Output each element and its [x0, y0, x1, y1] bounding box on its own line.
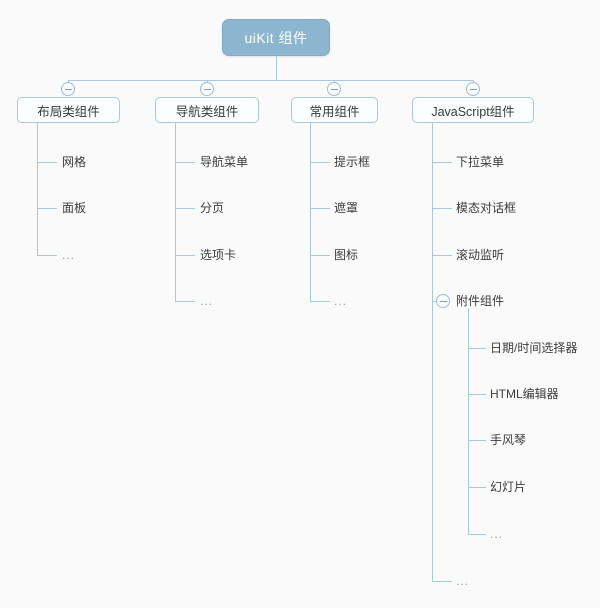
- collapse-toggle-attachment[interactable]: [436, 294, 450, 308]
- collapse-toggle-common[interactable]: [327, 82, 341, 96]
- leaf-connector-navigation-1: [175, 208, 195, 209]
- leaf-node-modal[interactable]: 模态对话框: [456, 201, 517, 215]
- leaf-connector-common-0: [310, 162, 330, 163]
- category-node-javascript[interactable]: JavaScript组件: [412, 97, 534, 123]
- leaf-node-tooltip[interactable]: 提示框: [334, 155, 371, 169]
- branch-trunk-layout: [37, 123, 38, 255]
- leaf-node-common-more[interactable]: ...: [334, 294, 348, 308]
- root-stem-connector: [276, 56, 277, 80]
- leaf-node-layout-more[interactable]: ...: [62, 248, 76, 262]
- leaf-node-javascript-more[interactable]: ...: [456, 574, 470, 588]
- leaf-node-pagination[interactable]: 分页: [200, 201, 225, 215]
- leaf-node-dropdown[interactable]: 下拉菜单: [456, 155, 505, 169]
- leaf-node-attachment-more[interactable]: ...: [490, 527, 504, 541]
- category-node-layout[interactable]: 布局类组件: [17, 97, 120, 123]
- leaf-connector-javascript-2: [432, 255, 452, 256]
- leaf-node-panel[interactable]: 面板: [62, 201, 87, 215]
- leaf-connector-attachment-2: [468, 440, 486, 441]
- leaf-connector-common-1: [310, 208, 330, 209]
- leaf-connector-attachment-1: [468, 394, 486, 395]
- leaf-connector-navigation-2: [175, 255, 195, 256]
- collapse-toggle-javascript[interactable]: [466, 82, 480, 96]
- leaf-connector-attachment-3: [468, 487, 486, 488]
- leaf-connector-common-2: [310, 255, 330, 256]
- leaf-connector-layout-2: [37, 255, 57, 256]
- leaf-node-htmleditor[interactable]: HTML编辑器: [490, 387, 559, 401]
- branch-trunk-navigation: [175, 123, 176, 301]
- leaf-connector-javascript-4: [432, 581, 452, 582]
- leaf-connector-javascript-3: [432, 301, 436, 302]
- root-node-uikit[interactable]: uiKit 组件: [222, 19, 330, 56]
- leaf-node-carousel[interactable]: 幻灯片: [490, 480, 527, 494]
- leaf-node-overlay[interactable]: 遮罩: [334, 201, 359, 215]
- leaf-connector-navigation-0: [175, 162, 195, 163]
- leaf-node-accordion[interactable]: 手风琴: [490, 433, 527, 447]
- category-node-common[interactable]: 常用组件: [291, 97, 378, 123]
- leaf-connector-navigation-3: [175, 301, 195, 302]
- leaf-connector-attachment-0: [468, 348, 486, 349]
- leaf-node-scrollspy[interactable]: 滚动监听: [456, 248, 505, 262]
- leaf-node-grid[interactable]: 网格: [62, 155, 87, 169]
- category-bus-connector: [68, 80, 473, 81]
- leaf-node-icon[interactable]: 图标: [334, 248, 359, 262]
- leaf-node-attachment[interactable]: 附件组件: [456, 294, 505, 308]
- branch-trunk-attachment: [468, 308, 469, 534]
- leaf-connector-javascript-1: [432, 208, 452, 209]
- leaf-connector-javascript-0: [432, 162, 452, 163]
- branch-trunk-javascript: [432, 123, 433, 581]
- category-node-navigation[interactable]: 导航类组件: [155, 97, 259, 123]
- leaf-node-datetimepicker[interactable]: 日期/时间选择器: [490, 341, 578, 355]
- leaf-node-navigation-more[interactable]: ...: [200, 294, 214, 308]
- leaf-node-tabs[interactable]: 选项卡: [200, 248, 237, 262]
- collapse-toggle-layout[interactable]: [61, 82, 75, 96]
- leaf-connector-common-3: [310, 301, 330, 302]
- leaf-connector-layout-1: [37, 208, 57, 209]
- leaf-connector-attachment-4: [468, 534, 486, 535]
- collapse-toggle-navigation[interactable]: [200, 82, 214, 96]
- leaf-connector-layout-0: [37, 162, 57, 163]
- branch-trunk-common: [310, 123, 311, 301]
- leaf-node-navmenu[interactable]: 导航菜单: [200, 155, 249, 169]
